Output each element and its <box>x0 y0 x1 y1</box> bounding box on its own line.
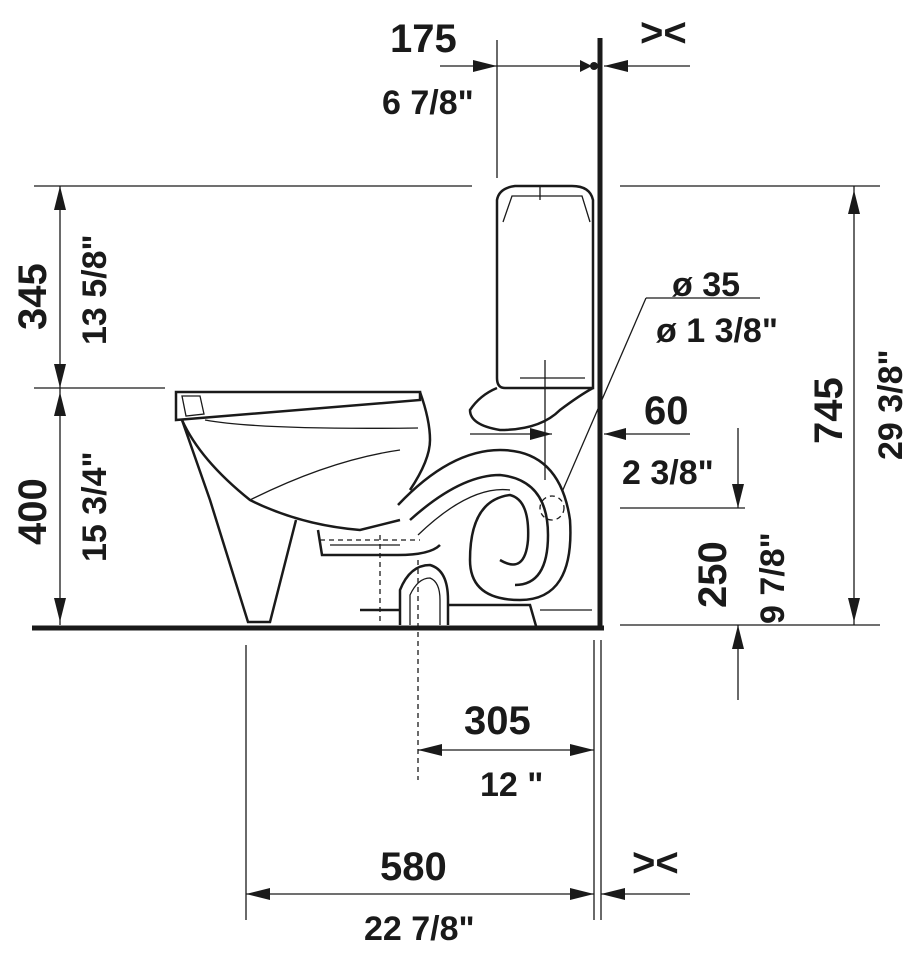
dim-total-depth-metric: 580 <box>380 845 447 889</box>
dim-tank-offset-imperial: 6 7/8" <box>382 84 474 122</box>
dim-inlet-offset: 60 2 3/8" <box>470 389 714 492</box>
dim-total-height-metric: 745 <box>807 377 851 444</box>
dim-inlet-height-imperial: 9 7/8" <box>754 532 792 624</box>
dim-tank-offset-metric: 175 <box>390 17 457 61</box>
dim-inlet-diameter-imperial: ø 1 3/8" <box>656 312 778 350</box>
dim-rough-in-imperial: 12 " <box>480 766 543 804</box>
dim-total-height-imperial: 29 3/8" <box>872 349 910 460</box>
dim-tank-height-metric: 345 <box>11 263 55 330</box>
dim-bowl-height: 400 15 3/4" <box>11 388 114 625</box>
dim-total-height: 745 29 3/8" <box>807 186 910 625</box>
dim-tank-height: 345 13 5/8" <box>11 186 114 388</box>
dim-total-depth-imperial: 22 7/8" <box>364 910 475 948</box>
extension-lines <box>34 40 880 920</box>
wall <box>593 38 603 920</box>
dim-bowl-height-imperial: 15 3/4" <box>76 451 114 562</box>
dim-bowl-height-metric: 400 <box>11 478 55 545</box>
dim-inlet-diameter: ø 35 ø 1 3/8" <box>561 266 778 493</box>
dim-inlet-diameter-metric: ø 35 <box>672 266 740 304</box>
wall-marker-top: >< <box>640 11 687 55</box>
dim-inlet-offset-imperial: 2 3/8" <box>622 454 714 492</box>
toilet-outline <box>174 184 595 627</box>
dim-rough-in: 305 12 " <box>418 699 594 804</box>
center-lines <box>320 186 546 780</box>
dim-rough-in-metric: 305 <box>464 699 531 743</box>
wall-marker-bottom: >< <box>632 841 679 885</box>
dim-inlet-offset-metric: 60 <box>644 389 689 433</box>
dim-tank-offset: 175 6 7/8" <box>382 17 690 122</box>
dim-tank-height-imperial: 13 5/8" <box>76 234 114 345</box>
dim-inlet-height: 250 9 7/8" <box>691 428 792 700</box>
dim-total-depth: 580 22 7/8" <box>246 845 690 948</box>
dim-inlet-height-metric: 250 <box>691 541 735 608</box>
